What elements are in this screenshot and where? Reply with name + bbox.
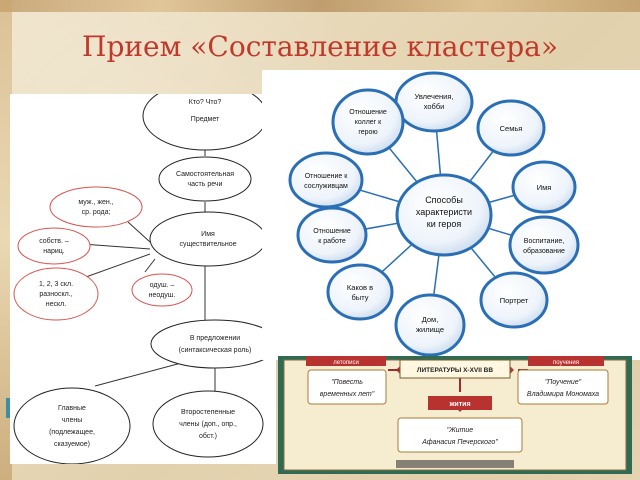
tag-teachings: поучения xyxy=(553,360,579,366)
node-everyday-line1: Каков в xyxy=(347,283,373,292)
text-tale-of-bygone-years-line1: "Повесть xyxy=(331,379,363,386)
slide-title: Прием «Составление кластера» xyxy=(82,30,558,63)
decorative-top-border xyxy=(0,0,640,12)
node-main-members-line4: сказуемое) xyxy=(54,441,90,448)
node-hobbies-line2: хобби xyxy=(424,102,445,111)
node-declension-line2: разноскл., xyxy=(39,291,72,298)
node-gender-line2: ср. рода; xyxy=(82,209,111,216)
node-home-line1: Дом, xyxy=(422,315,439,324)
node-proper-line2: нариц. xyxy=(43,248,65,255)
tag-chronicles: летописи xyxy=(333,360,359,366)
center-node-line3: ки героя xyxy=(427,219,462,229)
node-sentence-line1: В предложении xyxy=(190,335,240,342)
node-independent-line2: часть речи xyxy=(188,181,223,188)
character-cluster-diagram: Способы характеристи ки героя Увлечения,… xyxy=(288,71,580,357)
node-animacy-line1: одуш. – xyxy=(150,282,175,289)
character-cluster-panel: Способы характеристи ки героя Увлечения,… xyxy=(262,70,640,360)
node-minor-members-line1: Второстепенные xyxy=(181,409,235,416)
node-work-line1: Отношение xyxy=(313,228,351,235)
node-top-line1: Кто? Что? xyxy=(189,99,222,106)
node-coworkers-attitude-line2: коллег к xyxy=(355,119,382,126)
node-coworkers-attitude-line3: герою xyxy=(358,129,377,136)
node-work-line2: к работе xyxy=(318,237,346,245)
text-life-of-afanasy-line1: "Житие xyxy=(447,427,474,434)
node-noun-line2: существительное xyxy=(179,241,236,248)
node-minor-members-line3: обст.) xyxy=(199,432,217,440)
noun-cluster-diagram: Кто? Что? Предмет Самостоятельная часть … xyxy=(13,94,276,464)
node-name: Имя xyxy=(537,183,552,192)
node-minor-members-line2: члены (доп., опр., xyxy=(179,421,237,428)
decorative-teal-mark xyxy=(6,398,12,418)
node-main-members-line2: члены xyxy=(62,417,83,424)
node-main-members-line1: Главные xyxy=(58,405,86,412)
literature-slide-fragment: летописи поучения ЛИТЕРАТУРЫ X-XVII ВВ ж… xyxy=(278,356,632,474)
node-main-members-line3: (подлежащее, xyxy=(49,429,95,436)
node-independent-line1: Самостоятельная xyxy=(176,171,234,178)
node-upbringing-line1: Воспитание, xyxy=(524,238,564,245)
text-life-of-afanasy-line2: Афанасия Печерского" xyxy=(421,439,498,446)
node-declension-line1: 1, 2, 3 скл. xyxy=(39,281,73,288)
noun-cluster-panel: Кто? Что? Предмет Самостоятельная часть … xyxy=(10,94,276,464)
text-instruction-monomakh-line2: Владимира Мономаха xyxy=(527,390,599,398)
node-colleagues-line1: Отношение к xyxy=(305,173,349,180)
node-noun-line1: Имя xyxy=(201,231,215,238)
node-upbringing-line2: образование xyxy=(523,247,565,255)
node-everyday-line2: быту xyxy=(352,293,369,302)
node-portrait: Портрет xyxy=(500,296,529,305)
text-tale-of-bygone-years-line2: временных лет" xyxy=(320,391,375,398)
tag-lives: жития xyxy=(448,401,470,408)
decorative-left-border xyxy=(0,0,12,480)
node-home-line2: жилище xyxy=(416,325,444,334)
node-proper-line1: собств. – xyxy=(39,237,69,245)
center-node-line2: характеристи xyxy=(416,207,472,217)
node-animacy-line2: неодуш. xyxy=(149,292,176,299)
center-node-line1: Способы xyxy=(425,195,463,205)
node-hobbies-line1: Увлечения, xyxy=(414,92,453,101)
node-top-line2: Предмет xyxy=(191,116,220,123)
node-coworkers-attitude-line1: Отношение xyxy=(349,109,387,116)
node-sentence-line2: (синтаксическая роль) xyxy=(179,347,252,354)
literature-genres-diagram: летописи поучения ЛИТЕРАТУРЫ X-XVII ВВ ж… xyxy=(283,356,627,471)
node-declension-line3: нескл. xyxy=(46,301,66,308)
node-colleagues-line2: сослуживцам xyxy=(304,183,348,190)
tag-literature-centuries: ЛИТЕРАТУРЫ X-XVII ВВ xyxy=(417,367,493,374)
node-family: Семья xyxy=(500,124,523,133)
text-instruction-monomakh-line1: "Поучение" xyxy=(545,379,582,386)
node-gender-line1: муж., жен., xyxy=(78,199,113,206)
